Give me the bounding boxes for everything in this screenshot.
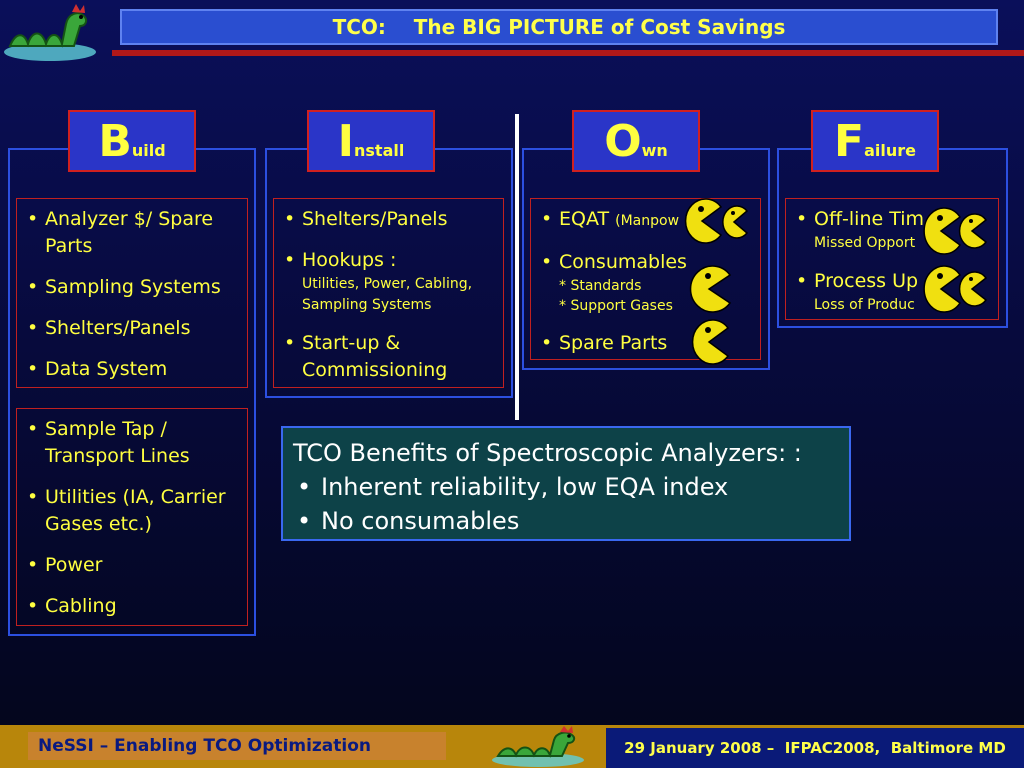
title-underline — [112, 50, 1024, 56]
list-item: Spare Parts — [537, 330, 754, 357]
list-item-subtext: Missed Opport — [814, 235, 916, 251]
benefits-item: Inherent reliability, low EQA index — [293, 470, 839, 504]
vertical-divider — [515, 114, 519, 420]
list-item: Sampling Systems — [23, 274, 241, 301]
own-list-box: EQAT (Manpow Consumables * Standards * Sup… — [530, 198, 761, 360]
pacman-icon — [958, 213, 988, 249]
heading-install-rest: nstall — [354, 141, 405, 160]
list-item-text: Process Up — [814, 270, 919, 292]
footer-right-label: 29 January 2008 – IFPAC2008, Baltimore M… — [606, 728, 1024, 768]
heading-build-letter: B — [98, 116, 132, 167]
pacman-icon — [923, 207, 962, 255]
list-item-text: Consumables — [559, 251, 687, 273]
pacman-icon — [691, 319, 730, 365]
heading-build-rest: uild — [131, 141, 166, 160]
nessi-logo — [4, 4, 96, 61]
pacman-icon — [923, 265, 962, 313]
list-item: Utilities (IA, Carrier Gases etc.) — [23, 484, 241, 538]
list-item-subtext: * Support Gases — [559, 298, 673, 314]
list-item: Sample Tap / Transport Lines — [23, 416, 241, 470]
list-item: Shelters/Panels — [23, 315, 241, 342]
list-item-text: EQAT — [559, 208, 616, 230]
list-item-text: Hookups : — [302, 249, 397, 271]
footer-left-label: NeSSI – Enabling TCO Optimization — [28, 732, 446, 760]
pacman-icon — [722, 205, 749, 239]
list-item: Start-up & Commissioning — [280, 330, 497, 384]
pacman-icon — [689, 265, 732, 313]
nessi-logo-footer — [492, 726, 584, 767]
heading-own-letter: O — [604, 116, 642, 167]
title-bar: TCO: The BIG PICTURE of Cost Savings — [120, 9, 998, 45]
heading-install-letter: I — [337, 116, 355, 167]
list-item-text: Off-line Tim — [814, 208, 925, 230]
list-item: Process Up Loss of Produc — [792, 268, 992, 316]
list-item: Shelters/Panels — [280, 206, 497, 233]
benefits-item: No consumables — [293, 504, 839, 538]
list-item-subtext: * Standards — [559, 278, 642, 294]
slide-title: TCO: The BIG PICTURE of Cost Savings — [332, 15, 786, 39]
list-item-subtext: Loss of Produc — [814, 297, 915, 313]
list-item-paren: (Manpow — [615, 213, 680, 229]
list-item: Analyzer $/ Spare Parts — [23, 206, 241, 260]
pacman-icon — [684, 198, 723, 244]
list-item: Data System — [23, 356, 241, 383]
install-list-box: Shelters/Panels Hookups : Utilities, Powe… — [273, 198, 504, 388]
list-item: Consumables * Standards * Support Gases — [537, 249, 754, 316]
list-item-subtext: Utilities, Power, Cabling, Sampling Syst… — [302, 276, 473, 313]
heading-own-rest: wn — [641, 141, 668, 160]
list-item: Hookups : Utilities, Power, Cabling, Samp… — [280, 247, 497, 316]
heading-failure-letter: F — [834, 116, 865, 167]
footer-right-text: 29 January 2008 – IFPAC2008, Baltimore M… — [624, 739, 1006, 757]
list-item: Cabling — [23, 593, 241, 620]
pacman-icon — [958, 271, 988, 307]
build-list-box-1: Analyzer $/ Spare Parts Sampling Systems… — [16, 198, 248, 388]
benefits-heading: TCO Benefits of Spectroscopic Analyzers:… — [293, 439, 802, 467]
build-list-box-2: Sample Tap / Transport Lines Utilities (… — [16, 408, 248, 626]
list-item: Power — [23, 552, 241, 579]
heading-failure-rest: ailure — [864, 141, 916, 160]
list-item: EQAT (Manpow — [537, 206, 754, 235]
benefits-box: TCO Benefits of Spectroscopic Analyzers:… — [281, 426, 851, 541]
footer-left-text: NeSSI – Enabling TCO Optimization — [38, 736, 372, 756]
